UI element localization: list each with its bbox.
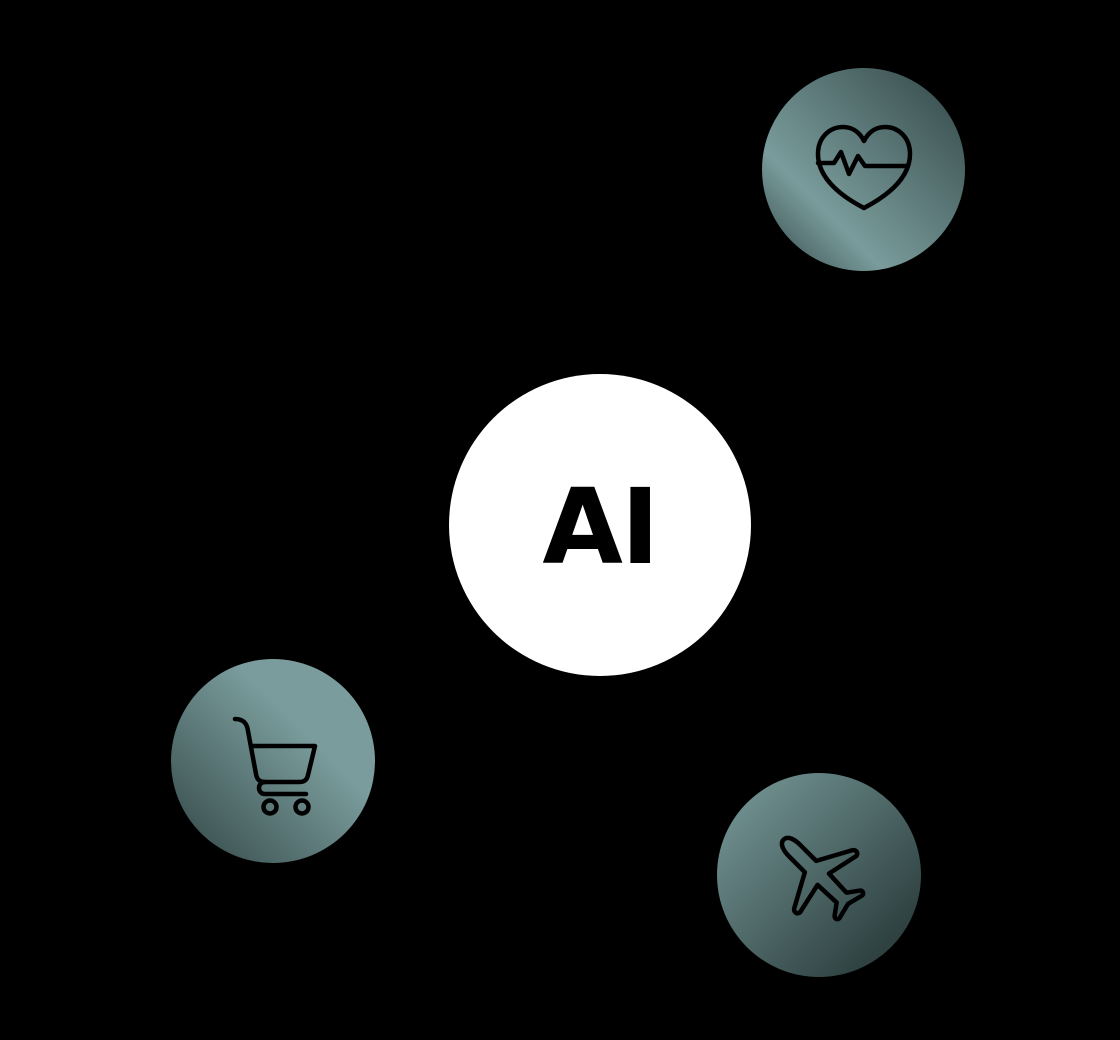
- shopping-node: [171, 659, 375, 863]
- travel-node: [717, 773, 921, 977]
- health-node: [762, 68, 965, 271]
- ai-label: AI: [542, 466, 659, 588]
- ai-center-node: AI: [449, 374, 751, 676]
- airplane-icon: [779, 835, 866, 922]
- shopping-cart-icon: [232, 716, 318, 816]
- heart-pulse-icon: [815, 124, 912, 210]
